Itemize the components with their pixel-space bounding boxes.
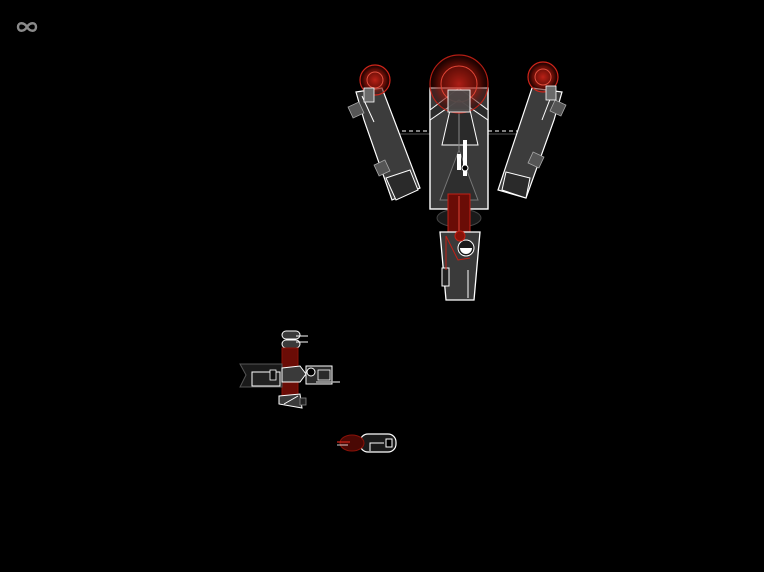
torso (429, 87, 489, 210)
small-leg-part (337, 433, 397, 453)
left-shoulder-joint (359, 64, 391, 103)
side-lower-plate (278, 393, 307, 409)
side-top-barrel (281, 330, 308, 349)
infinity-icon (16, 22, 38, 32)
right-shoulder-joint (527, 61, 559, 101)
pelvis (439, 230, 481, 301)
head-core (429, 54, 489, 114)
side-left-arm (239, 363, 283, 388)
side-view-assembly (239, 330, 340, 409)
arm-connector-right (488, 130, 530, 135)
left-upper-arm (347, 87, 421, 201)
arm-connector-left (388, 130, 432, 135)
loop-toggle-button[interactable] (14, 18, 40, 36)
side-right-box (305, 365, 340, 385)
spine-link (436, 193, 482, 241)
right-upper-arm (497, 87, 567, 199)
